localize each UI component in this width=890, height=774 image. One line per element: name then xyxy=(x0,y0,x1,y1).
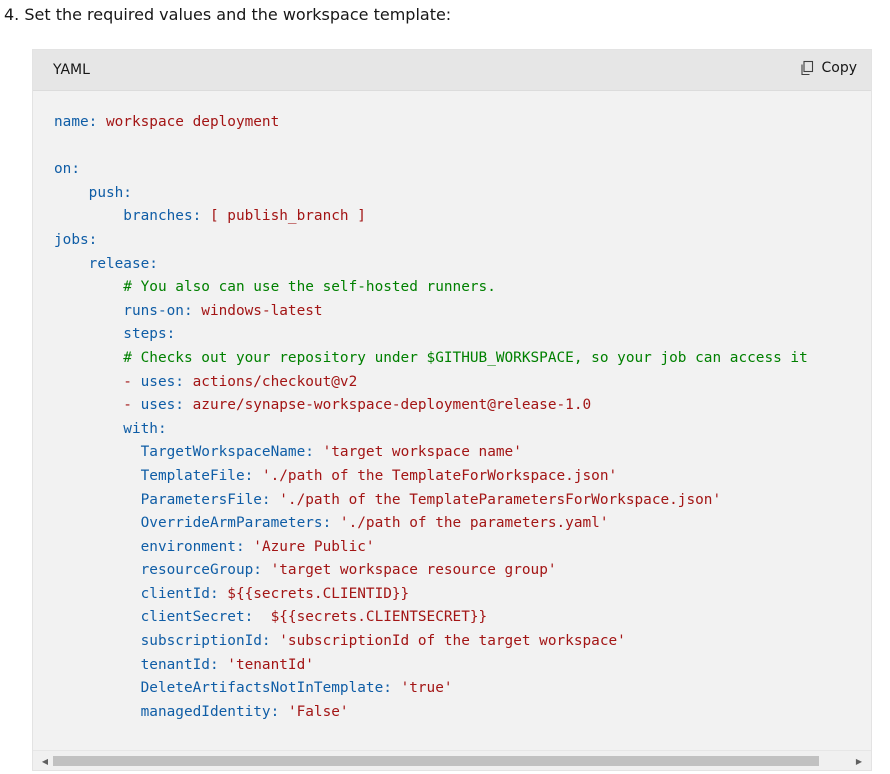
copy-icon xyxy=(799,60,815,76)
code-token: - xyxy=(54,373,141,390)
code-token: steps: xyxy=(54,326,176,343)
step-instruction: 4. Set the required values and the works… xyxy=(4,5,452,24)
code-line: runs-on: windows-latest xyxy=(54,300,871,324)
code-token: './path of the TemplateForWorkspace.json… xyxy=(261,467,618,484)
code-line: environment: 'Azure Public' xyxy=(54,536,871,560)
scroll-track[interactable] xyxy=(53,756,851,766)
code-token: [ publish_branch ] xyxy=(209,208,366,225)
scroll-left-arrow-icon[interactable]: ◀ xyxy=(41,756,49,766)
code-line: resourceGroup: 'target workspace resourc… xyxy=(54,559,871,583)
code-token: workspace deployment xyxy=(105,114,280,130)
code-token: uses: xyxy=(140,373,193,390)
code-token: 'target workspace name' xyxy=(322,444,522,461)
code-token: OverrideArmParameters: xyxy=(54,515,340,532)
code-token: './path of the TemplateParametersForWork… xyxy=(279,491,722,508)
code-token: tenantId: xyxy=(54,656,228,673)
code-token: runs-on: xyxy=(54,302,202,319)
code-token: release: xyxy=(54,255,158,272)
code-token: jobs: xyxy=(54,231,98,248)
code-token: name: xyxy=(54,114,106,130)
code-line: jobs: xyxy=(54,229,871,253)
code-token: # Checks out your repository under $GITH… xyxy=(54,349,808,366)
copy-button[interactable]: Copy xyxy=(799,60,857,76)
code-token: TargetWorkspaceName: xyxy=(54,444,323,461)
code-token: push: xyxy=(54,184,132,201)
code-token: DeleteArtifactsNotInTemplate: xyxy=(54,680,401,697)
code-token: environment: xyxy=(54,538,254,555)
code-line: TargetWorkspaceName: 'target workspace n… xyxy=(54,441,871,465)
code-token: with: xyxy=(54,420,167,437)
code-token: TemplateFile: xyxy=(54,467,262,484)
code-line: # Checks out your repository under $GITH… xyxy=(54,347,871,371)
code-line: DeleteArtifactsNotInTemplate: 'true' xyxy=(54,677,871,701)
code-token: 'subscriptionId of the target workspace' xyxy=(279,633,626,650)
code-token: clientId: xyxy=(54,585,228,602)
code-token: windows-latest xyxy=(201,302,323,319)
code-line: clientSecret: ${{secrets.CLIENTSECRET}} xyxy=(54,606,871,630)
code-line: - uses: actions/checkout@v2 xyxy=(54,371,871,395)
code-line: managedIdentity: 'False' xyxy=(54,701,871,725)
code-token: branches: xyxy=(54,208,210,225)
code-token: 'true' xyxy=(400,680,453,697)
code-block-header: YAML Copy xyxy=(33,50,871,91)
code-token: 'tenantId' xyxy=(227,656,314,673)
code-block: YAML Copy name: workspace deployment on: … xyxy=(32,49,872,771)
code-language-label: YAML xyxy=(53,62,90,78)
scroll-thumb[interactable] xyxy=(53,756,820,766)
code-token: managedIdentity: xyxy=(54,703,288,720)
code-token: './path of the parameters.yaml' xyxy=(339,515,609,532)
horizontal-scrollbar[interactable]: ◀ ▶ xyxy=(33,750,871,770)
code-line: push: xyxy=(54,182,871,206)
code-line: ParametersFile: './path of the TemplateP… xyxy=(54,489,871,513)
code-token: 'Azure Public' xyxy=(253,538,375,555)
scroll-right-arrow-icon[interactable]: ▶ xyxy=(855,756,863,766)
code-line xyxy=(54,135,871,159)
code-line: branches: [ publish_branch ] xyxy=(54,205,871,229)
code-line: steps: xyxy=(54,323,871,347)
code-token: actions/checkout@v2 xyxy=(192,373,358,390)
code-token: ParametersFile: xyxy=(54,491,280,508)
code-line: # You also can use the self-hosted runne… xyxy=(54,276,871,300)
code-line: - uses: azure/synapse-workspace-deployme… xyxy=(54,394,871,418)
code-line: name: workspace deployment xyxy=(54,111,871,135)
code-line: release: xyxy=(54,253,871,277)
code-line: with: xyxy=(54,418,871,442)
code-token: azure/synapse-workspace-deployment@relea… xyxy=(192,397,592,414)
code-token: # You also can use the self-hosted runne… xyxy=(54,279,496,296)
code-content: name: workspace deployment on: push: bran… xyxy=(54,111,871,724)
code-line: on: xyxy=(54,158,871,182)
code-token: on: xyxy=(54,161,80,178)
code-token: resourceGroup: xyxy=(54,562,271,579)
code-line: tenantId: 'tenantId' xyxy=(54,654,871,678)
code-token: uses: xyxy=(140,397,193,414)
code-line: subscriptionId: 'subscriptionId of the t… xyxy=(54,630,871,654)
code-token: subscriptionId: xyxy=(54,633,280,650)
code-line: OverrideArmParameters: './path of the pa… xyxy=(54,512,871,536)
code-token: ${{secrets.CLIENTID}} xyxy=(227,585,410,602)
code-token: clientSecret: xyxy=(54,609,271,626)
copy-label: Copy xyxy=(821,60,857,76)
code-line: clientId: ${{secrets.CLIENTID}} xyxy=(54,583,871,607)
code-line: TemplateFile: './path of the TemplateFor… xyxy=(54,465,871,489)
code-token: 'target workspace resource group' xyxy=(270,562,557,579)
code-token: 'False' xyxy=(287,703,349,720)
code-token: ${{secrets.CLIENTSECRET}} xyxy=(270,609,488,626)
code-token: - xyxy=(54,397,141,414)
